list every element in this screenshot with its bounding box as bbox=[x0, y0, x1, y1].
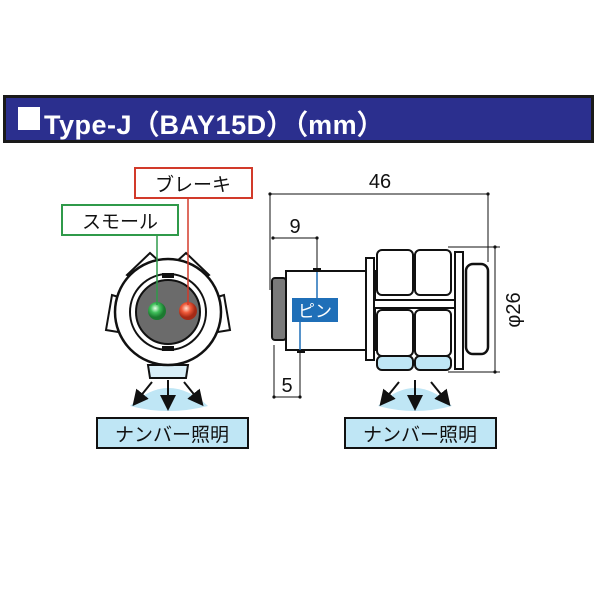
small-label-box: スモール bbox=[61, 204, 179, 236]
arrow-down-right-icon bbox=[430, 381, 451, 407]
brake-label: ブレーキ bbox=[155, 173, 231, 196]
pin-label: ピン bbox=[298, 302, 332, 322]
plate-light-label-box-right: ナンバー照明 bbox=[344, 417, 497, 449]
flange bbox=[365, 257, 375, 361]
arrow-down-left-icon bbox=[132, 381, 153, 407]
pin-offset-9-dimension: 9 bbox=[289, 216, 300, 238]
brake-label-box: ブレーキ bbox=[134, 167, 253, 199]
plate-light-label: ナンバー照明 bbox=[115, 424, 229, 446]
plate-light-label-box: ナンバー照明 bbox=[96, 417, 249, 449]
pin-label-box: ピン bbox=[292, 298, 338, 322]
base-cap bbox=[271, 277, 287, 341]
small-label: スモール bbox=[82, 211, 158, 233]
top-led bbox=[464, 262, 490, 356]
side-view: 46 9 5 φ26 ピン bbox=[268, 171, 525, 449]
length-dimension: 46 bbox=[369, 171, 391, 193]
pin-offset-5-dimension: 5 bbox=[281, 375, 292, 397]
title-bar: Type-J（BAY15D）（mm） bbox=[3, 95, 594, 143]
diameter-dimension: φ26 bbox=[503, 292, 525, 327]
small-contact-green bbox=[148, 302, 166, 320]
title-text: Type-J（BAY15D）（mm） bbox=[44, 110, 385, 140]
plate-light-label: ナンバー照明 bbox=[363, 424, 477, 446]
brake-contact-red bbox=[179, 302, 197, 320]
led-chips bbox=[376, 249, 452, 371]
front-view: ブレーキ スモール ナンバー照明 bbox=[61, 167, 253, 449]
arrow-down-left-icon bbox=[379, 381, 400, 407]
arrow-down-right-icon bbox=[183, 381, 204, 407]
socket-base bbox=[135, 279, 201, 345]
square-bullet-icon bbox=[18, 107, 40, 130]
